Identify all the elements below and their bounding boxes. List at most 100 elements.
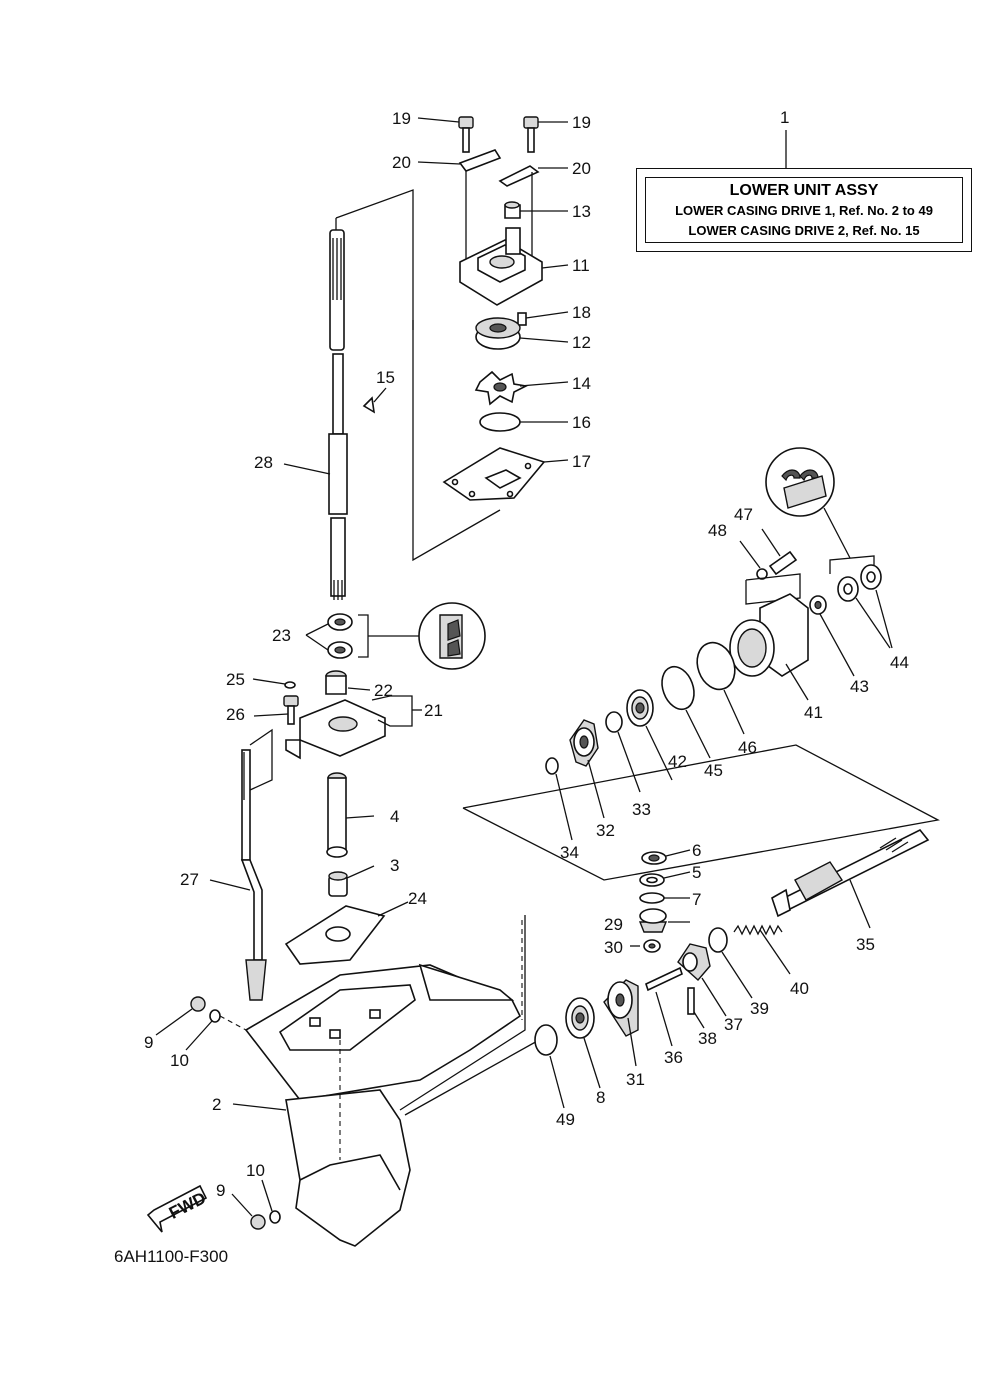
ring-39 bbox=[708, 927, 753, 999]
callout-40: 40 bbox=[790, 979, 809, 998]
bolt-9-upper bbox=[155, 996, 206, 1036]
seals-44 bbox=[837, 564, 893, 649]
callout-49: 49 bbox=[556, 1110, 575, 1129]
collar-3 bbox=[328, 865, 375, 897]
callout-35: 35 bbox=[856, 935, 875, 954]
callout-13: 13 bbox=[572, 202, 591, 221]
callout-labels: 19 19 20 20 13 11 18 12 14 16 17 15 28 2… bbox=[144, 109, 909, 1200]
callout-12: 12 bbox=[572, 333, 591, 352]
shift-rod-27 bbox=[209, 728, 273, 1001]
drive-shaft-28 bbox=[283, 229, 348, 600]
assembly-title: LOWER UNIT ASSY bbox=[729, 182, 879, 199]
pin-38 bbox=[687, 987, 705, 1029]
callout-31: 31 bbox=[626, 1070, 645, 1089]
forward-direction-arrow: FWD bbox=[146, 1184, 209, 1233]
callout-44: 44 bbox=[890, 653, 909, 672]
impeller-14 bbox=[474, 370, 569, 406]
callout-42: 42 bbox=[668, 752, 687, 771]
callout-18: 18 bbox=[572, 303, 591, 322]
callout-17: 17 bbox=[572, 452, 591, 471]
propeller-shaft-35 bbox=[771, 828, 930, 929]
sleeve-4 bbox=[326, 772, 375, 858]
washer-10-upper bbox=[185, 1009, 247, 1051]
shim-33 bbox=[605, 711, 641, 793]
ball-bearing-42 bbox=[626, 689, 673, 781]
gasket-24 bbox=[284, 901, 409, 965]
callout-47: 47 bbox=[734, 505, 753, 524]
shim-34 bbox=[545, 757, 573, 841]
callout-20-right: 20 bbox=[572, 159, 591, 178]
plate-20-right bbox=[498, 165, 568, 262]
callout-29: 29 bbox=[604, 915, 623, 934]
shift-plunger-36 bbox=[645, 966, 683, 1047]
assembly-ref-number: 1 bbox=[780, 108, 790, 127]
callout-11: 11 bbox=[572, 256, 590, 275]
shim-49 bbox=[534, 1024, 565, 1109]
plate-20-left bbox=[417, 149, 502, 262]
o-ring-16 bbox=[479, 412, 568, 432]
callout-9-upper: 9 bbox=[144, 1033, 153, 1052]
callout-3: 3 bbox=[390, 856, 399, 875]
callout-14: 14 bbox=[572, 374, 591, 393]
cap-13 bbox=[504, 201, 568, 219]
pinion-29 bbox=[638, 908, 690, 933]
callout-24: 24 bbox=[408, 889, 427, 908]
grease-magnifier-icon bbox=[765, 447, 875, 574]
reverse-gear-32 bbox=[569, 719, 605, 819]
shim-7 bbox=[639, 892, 690, 904]
bolt-19-right bbox=[523, 116, 568, 153]
pump-housing-11 bbox=[459, 227, 569, 306]
pin-18 bbox=[517, 311, 569, 326]
bearings-23 bbox=[305, 613, 430, 659]
callout-48: 48 bbox=[708, 521, 727, 540]
callout-19-left: 19 bbox=[392, 109, 411, 128]
callout-43: 43 bbox=[850, 677, 869, 696]
callout-41: 41 bbox=[804, 703, 823, 722]
callout-25: 25 bbox=[226, 670, 245, 689]
callout-7: 7 bbox=[692, 890, 701, 909]
spring-40 bbox=[733, 924, 791, 975]
nut-30 bbox=[630, 939, 661, 953]
callout-19-right: 19 bbox=[572, 113, 591, 132]
callout-23: 23 bbox=[272, 626, 291, 645]
callout-30: 30 bbox=[604, 938, 623, 957]
washer-48 bbox=[739, 540, 801, 605]
shim-5 bbox=[639, 871, 691, 887]
o-ring-45 bbox=[661, 665, 711, 759]
lower-casing-2 bbox=[232, 963, 522, 1247]
gasket-17 bbox=[442, 447, 569, 501]
bushing-43 bbox=[809, 595, 855, 677]
insert-cartridge-12 bbox=[475, 317, 569, 350]
callout-20-left: 20 bbox=[392, 153, 411, 172]
callout-33: 33 bbox=[632, 800, 651, 819]
lower-unit-assy-box: LOWER UNIT ASSY LOWER CASING DRIVE 1, Re… bbox=[636, 168, 972, 252]
clutch-37 bbox=[677, 943, 727, 1017]
forward-gear-31 bbox=[603, 979, 639, 1067]
callout-22: 22 bbox=[374, 681, 393, 700]
o-ring-25 bbox=[252, 678, 296, 689]
callout-28: 28 bbox=[254, 453, 273, 472]
callout-45: 45 bbox=[704, 761, 723, 780]
callout-15: 15 bbox=[376, 368, 395, 387]
callout-32: 32 bbox=[596, 821, 615, 840]
lower-unit-assy-inner: LOWER UNIT ASSY LOWER CASING DRIVE 1, Re… bbox=[645, 177, 963, 243]
key-15 bbox=[362, 387, 387, 414]
bearing-8 bbox=[565, 997, 601, 1089]
callout-27: 27 bbox=[180, 870, 199, 889]
callout-37: 37 bbox=[724, 1015, 743, 1034]
callout-6: 6 bbox=[692, 841, 701, 860]
washer-10-lower bbox=[261, 1179, 281, 1224]
callout-46: 46 bbox=[738, 738, 757, 757]
bushing-22 bbox=[325, 670, 371, 695]
callout-39: 39 bbox=[750, 999, 769, 1018]
callout-5: 5 bbox=[692, 863, 701, 882]
callout-26: 26 bbox=[226, 705, 245, 724]
callout-21: 21 bbox=[424, 701, 443, 720]
callout-36: 36 bbox=[664, 1048, 683, 1067]
callout-38: 38 bbox=[698, 1029, 717, 1048]
bolt-19-left bbox=[417, 116, 474, 153]
callout-16: 16 bbox=[572, 413, 591, 432]
assembly-bracket-lines bbox=[335, 130, 940, 1116]
bolt-47 bbox=[761, 528, 798, 576]
